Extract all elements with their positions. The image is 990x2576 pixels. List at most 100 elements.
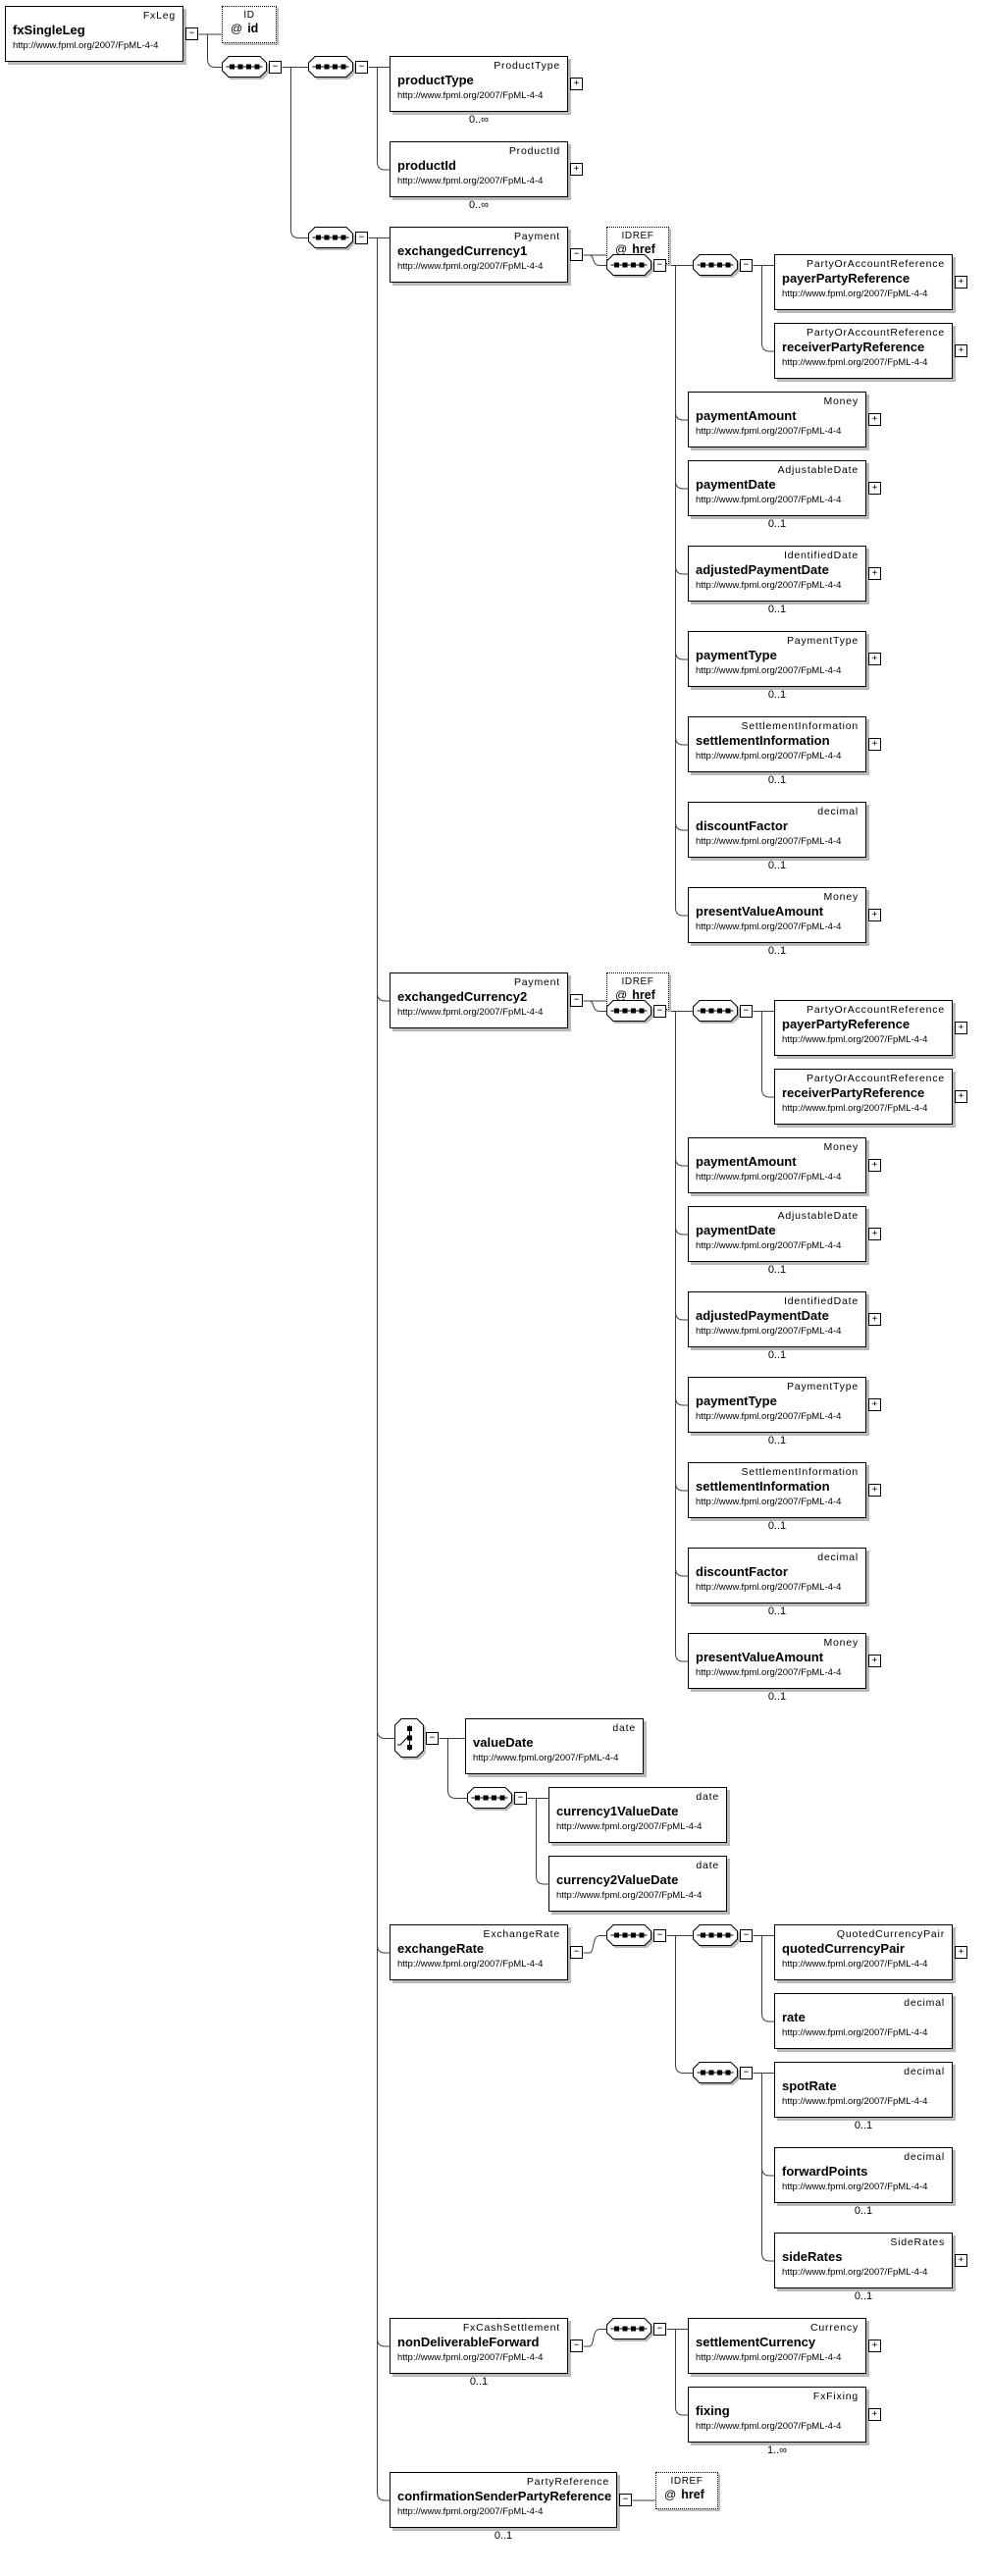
occurs-label: 0..1 [854, 2290, 873, 2302]
collapse-icon[interactable]: − [740, 2066, 753, 2079]
element-name: paymentAmount [696, 408, 797, 423]
attribute-name-text: href [681, 2488, 704, 2501]
occurs-label: 0..1 [767, 1264, 787, 1276]
expand-icon[interactable]: + [868, 1159, 881, 1172]
expand-icon[interactable]: + [868, 1655, 881, 1667]
expand-icon[interactable]: + [868, 1228, 881, 1240]
collapse-icon[interactable]: − [514, 1791, 527, 1805]
collapse-icon[interactable]: − [653, 2322, 666, 2336]
expand-icon[interactable]: + [868, 653, 881, 665]
sequence-icon [693, 1000, 738, 1022]
expand-icon[interactable]: + [868, 1484, 881, 1497]
collapse-icon[interactable]: − [653, 1004, 666, 1018]
collapse-icon[interactable]: − [185, 27, 198, 40]
collapse-icon[interactable]: − [570, 994, 583, 1007]
expand-icon[interactable]: + [868, 909, 881, 921]
choice-icon [394, 1718, 424, 1758]
collapse-icon[interactable]: − [740, 258, 753, 272]
namespace-url: http://www.fpml.org/2007/FpML-4-4 [397, 90, 544, 101]
occurs-label: 0..1 [494, 2530, 513, 2542]
element-name: exchangedCurrency1 [397, 243, 528, 258]
expand-icon[interactable]: + [868, 2339, 881, 2352]
expand-icon[interactable]: + [868, 567, 881, 580]
element-name: adjustedPaymentDate [696, 562, 829, 577]
collapse-icon[interactable]: − [570, 2339, 583, 2352]
element-name: productId [397, 158, 456, 173]
collapse-icon[interactable]: − [740, 1928, 753, 1942]
collapse-icon[interactable]: − [269, 60, 282, 74]
expand-icon[interactable]: + [868, 738, 881, 751]
expand-icon[interactable]: + [868, 1398, 881, 1411]
attribute-box-href[interactable]: IDREF@href [655, 2472, 718, 2509]
expand-icon[interactable]: + [955, 1090, 967, 1103]
expand-icon[interactable]: + [868, 2408, 881, 2421]
namespace-url: http://www.fpml.org/2007/FpML-4-4 [13, 40, 159, 51]
collapse-icon[interactable]: − [426, 1731, 439, 1745]
element-name: productType [397, 73, 474, 87]
expand-icon[interactable]: + [570, 163, 583, 176]
expand-icon[interactable]: + [868, 413, 881, 426]
collapse-icon[interactable]: − [740, 1004, 753, 1018]
expand-icon[interactable]: + [868, 482, 881, 495]
expand-icon[interactable]: + [955, 1022, 967, 1034]
namespace-url: http://www.fpml.org/2007/FpML-4-4 [782, 2027, 928, 2038]
expand-icon[interactable]: + [955, 2254, 967, 2267]
type-caption: IdentifiedDate [784, 1295, 859, 1307]
attribute-box-id[interactable]: ID@id [222, 6, 277, 43]
element-name: paymentDate [696, 1223, 776, 1237]
collapse-icon[interactable]: − [355, 60, 368, 74]
collapse-icon[interactable]: − [619, 2494, 632, 2506]
collapse-icon[interactable]: − [653, 1928, 666, 1942]
expand-icon[interactable]: + [955, 344, 967, 357]
attribute-name: @href [607, 241, 668, 256]
collapse-icon[interactable]: − [653, 258, 666, 272]
expand-icon[interactable]: + [955, 276, 967, 289]
element-name: payerPartyReference [782, 1017, 911, 1031]
collapse-icon[interactable]: − [570, 248, 583, 261]
namespace-url: http://www.fpml.org/2007/FpML-4-4 [556, 1821, 703, 1832]
expand-icon[interactable]: + [570, 78, 583, 90]
expand-icon[interactable]: + [868, 1313, 881, 1326]
attribute-name: @href [607, 987, 668, 1002]
collapse-icon[interactable]: − [355, 231, 368, 244]
expand-icon[interactable]: + [955, 1946, 967, 1959]
collapse-icon[interactable]: − [570, 1946, 583, 1959]
